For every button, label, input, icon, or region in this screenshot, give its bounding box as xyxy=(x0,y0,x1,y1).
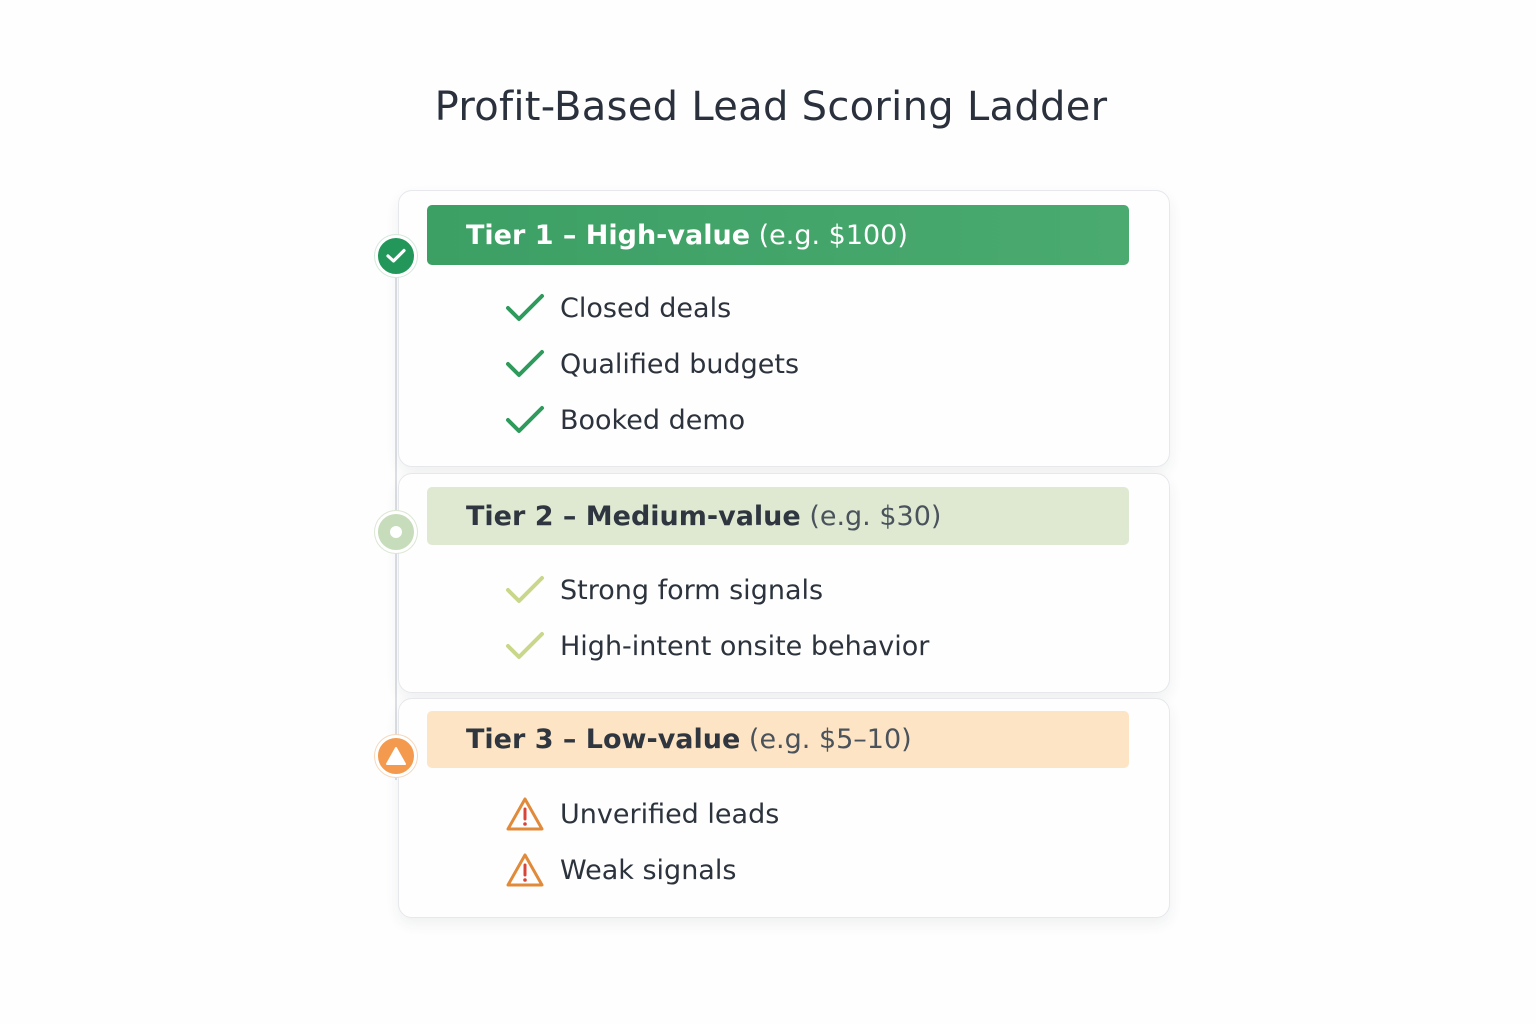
item-label: Qualified budgets xyxy=(560,348,800,380)
tier-card-1: Tier 1 – High-value (e.g. $100) Closed d… xyxy=(398,190,1170,467)
item-label: Closed deals xyxy=(560,292,732,324)
tier-header-3: Tier 3 – Low-value (e.g. $5–10) xyxy=(427,711,1129,768)
check-icon xyxy=(504,628,546,664)
warning-icon xyxy=(504,852,546,888)
list-item: High-intent onsite behavior xyxy=(504,618,929,674)
tier-name: Tier 3 – Low-value xyxy=(466,724,741,755)
tier-example: (e.g. $100) xyxy=(758,219,908,251)
item-label: Booked demo xyxy=(560,404,746,436)
tier-card-3: Tier 3 – Low-value (e.g. $5–10) Unverifi… xyxy=(398,698,1170,918)
tier-header-1: Tier 1 – High-value (e.g. $100) xyxy=(427,205,1129,265)
warning-icon xyxy=(504,796,546,832)
check-icon xyxy=(504,346,546,382)
tier-header-2: Tier 2 – Medium-value (e.g. $30) xyxy=(427,487,1129,545)
tier-items-2: Strong form signals High-intent onsite b… xyxy=(504,562,929,674)
item-label: High-intent onsite behavior xyxy=(560,630,930,662)
item-label: Unverified leads xyxy=(560,798,780,830)
check-icon xyxy=(504,572,546,608)
list-item: Qualified budgets xyxy=(504,336,799,392)
warning-circle-icon xyxy=(375,735,417,777)
list-item: Weak signals xyxy=(504,842,779,898)
dot-circle-icon xyxy=(375,511,417,553)
tier-name: Tier 1 – High-value xyxy=(466,219,751,251)
list-item: Booked demo xyxy=(504,392,799,448)
item-label: Weak signals xyxy=(560,854,737,886)
tier-items-3: Unverified leads Weak signals xyxy=(504,786,779,898)
page-title: Profit-Based Lead Scoring Ladder xyxy=(434,84,1108,130)
tier-example: (e.g. $5–10) xyxy=(748,724,912,755)
check-circle-icon xyxy=(375,235,417,277)
list-item: Unverified leads xyxy=(504,786,779,842)
tier-example: (e.g. $30) xyxy=(809,500,942,532)
tier-name: Tier 2 – Medium-value xyxy=(466,500,801,532)
check-icon xyxy=(504,402,546,438)
tier-items-1: Closed deals Qualified budgets Booked de… xyxy=(504,280,799,448)
tier-card-2: Tier 2 – Medium-value (e.g. $30) Strong … xyxy=(398,473,1170,693)
item-label: Strong form signals xyxy=(560,574,824,606)
list-item: Strong form signals xyxy=(504,562,929,618)
check-icon xyxy=(504,290,546,326)
list-item: Closed deals xyxy=(504,280,799,336)
